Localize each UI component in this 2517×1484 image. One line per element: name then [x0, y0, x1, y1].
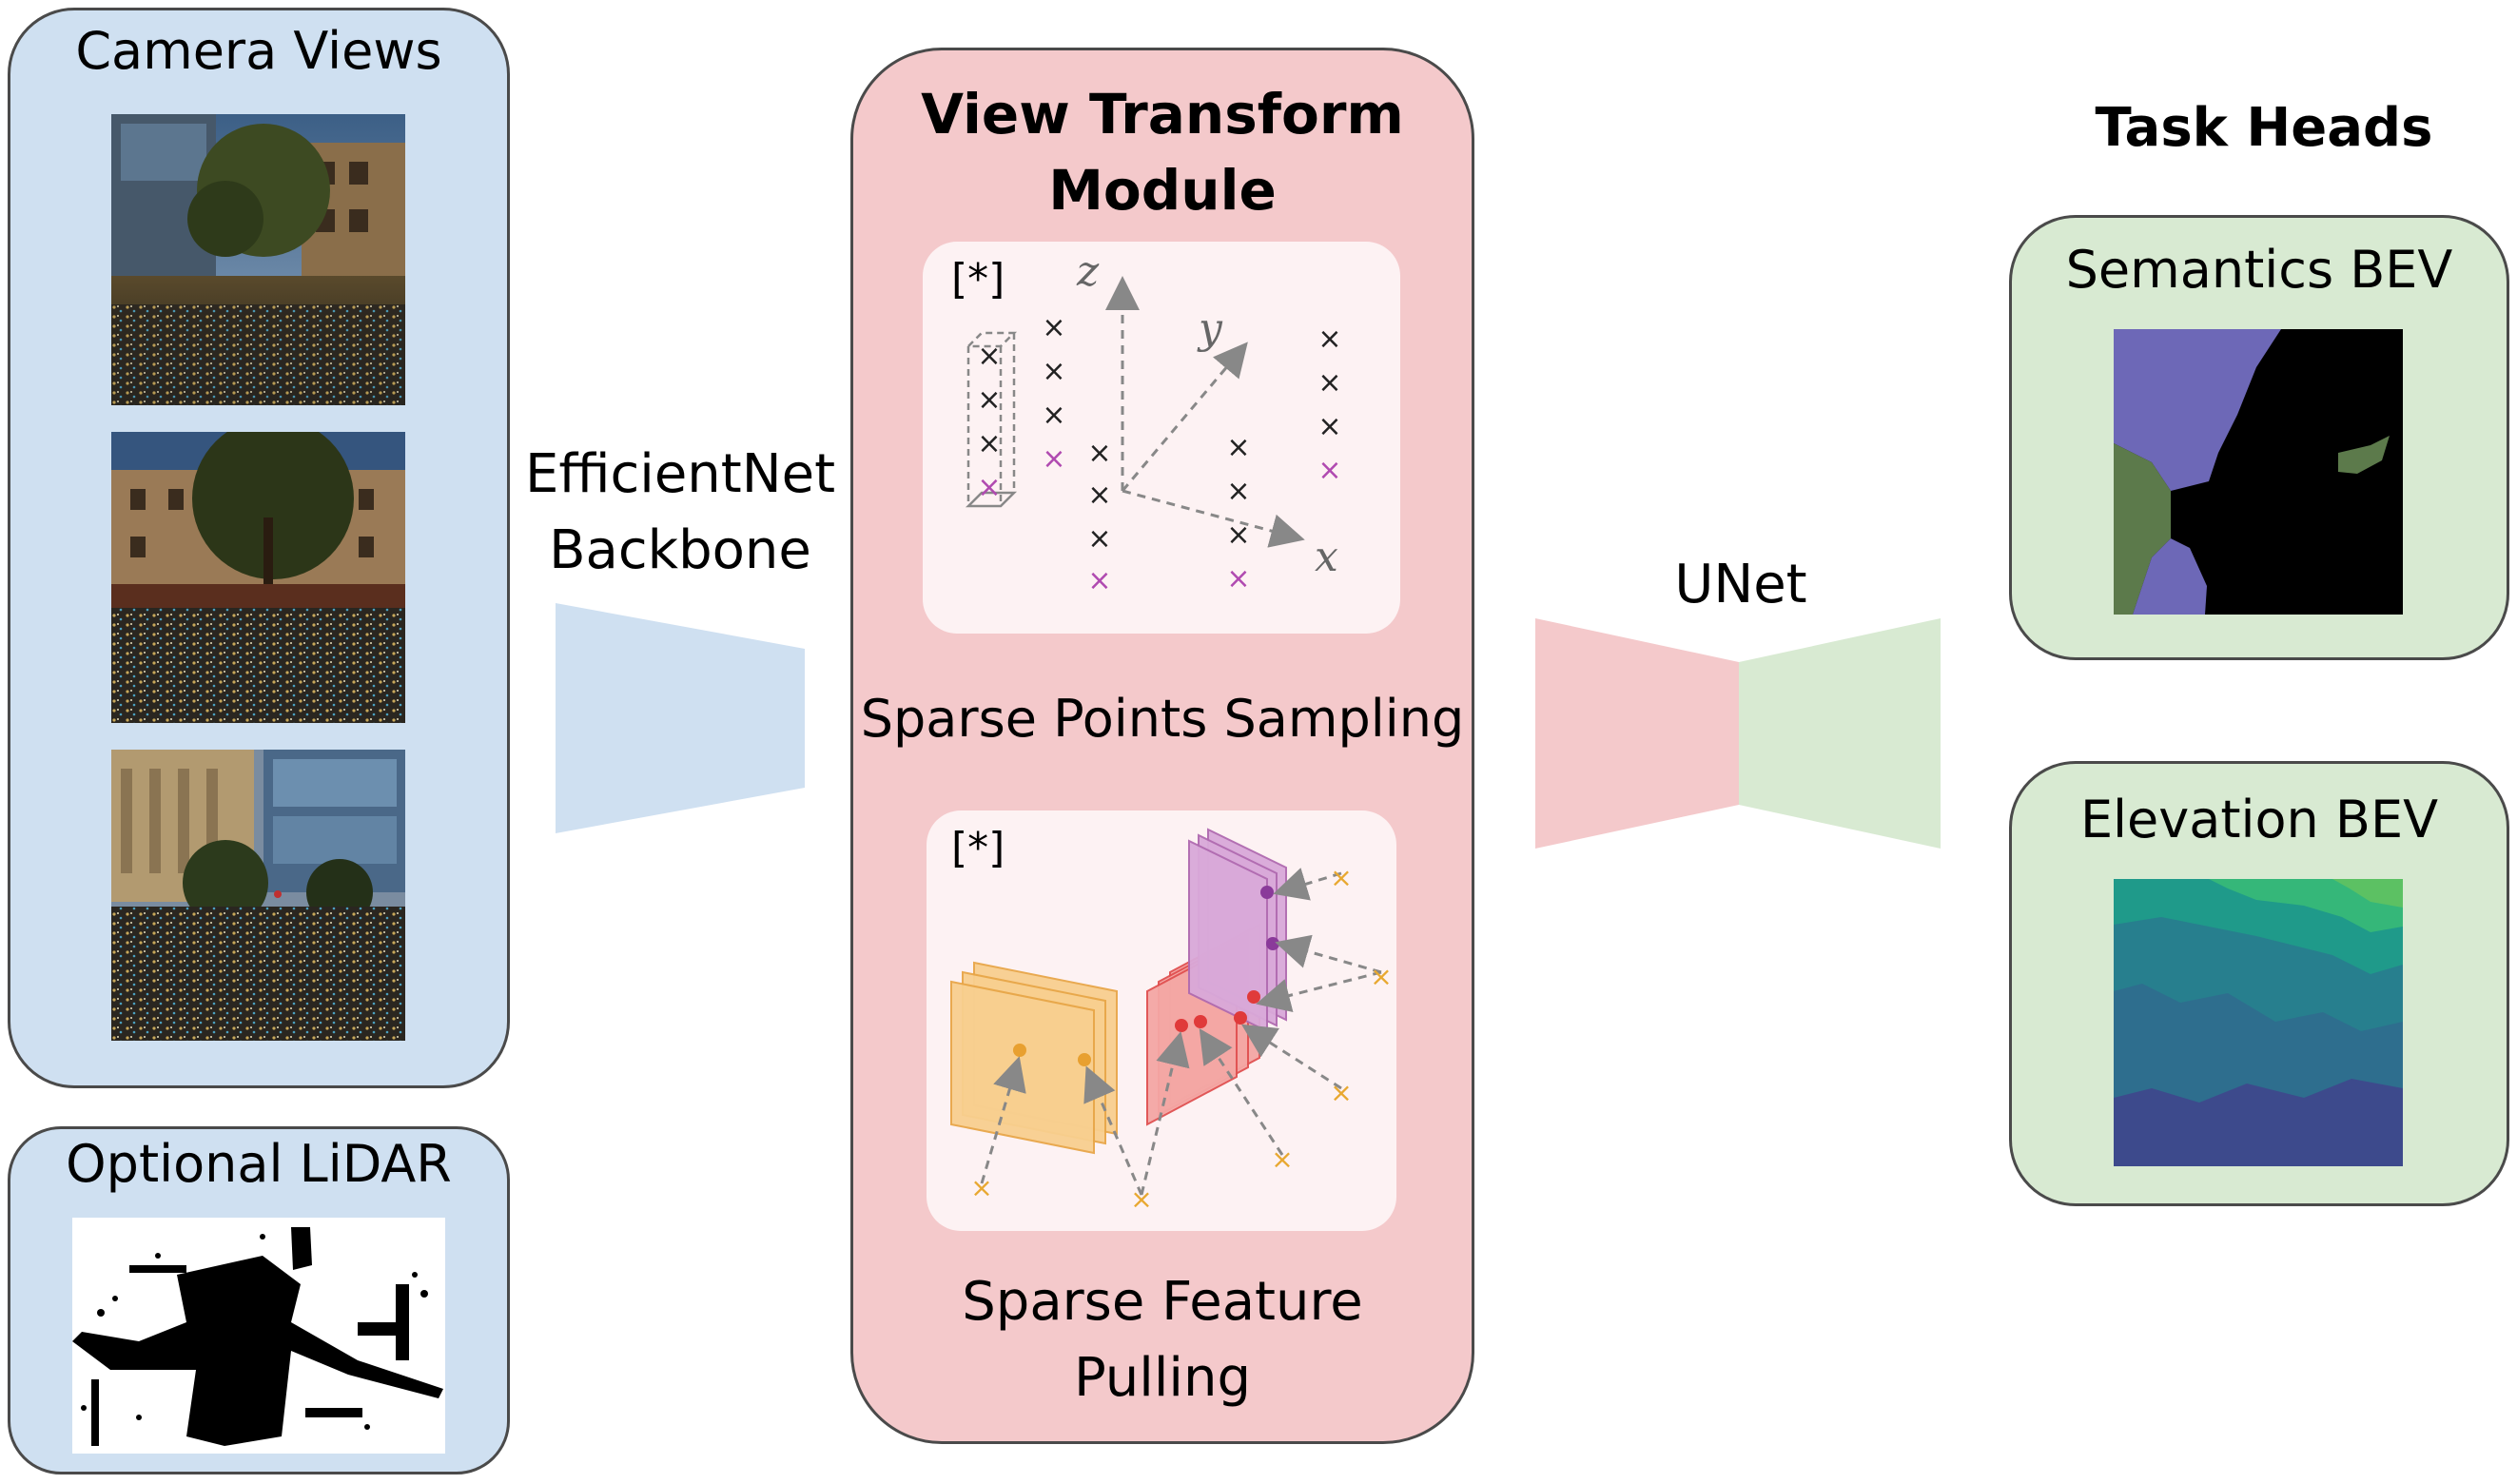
pulling-figure: [*] — [927, 810, 1396, 1231]
sampling-figure: [*] × × × × × × × × × × × × × × × — [923, 242, 1400, 634]
side-camera-view — [111, 432, 405, 723]
violet-feature-maps — [1188, 828, 1287, 1033]
axis-z-label: z — [1077, 247, 1100, 296]
elevation-bev-map — [2114, 879, 2403, 1166]
pulling-caption-line2: Pulling — [1074, 1347, 1251, 1409]
lidar-title: Optional LiDAR — [66, 1134, 452, 1194]
pulling-caption-line1: Sparse Feature — [962, 1271, 1363, 1333]
pillar-box — [965, 331, 1018, 508]
svg-text:×: × — [977, 427, 1001, 460]
svg-text:×: × — [1317, 410, 1341, 443]
y-axis-arrow — [1121, 342, 1248, 492]
pulled-feature-dots — [1013, 886, 1279, 1066]
svg-text:×: × — [1087, 522, 1111, 556]
svg-text:×: × — [1370, 961, 1392, 992]
rear-camera-view — [111, 750, 405, 1041]
svg-text:×: × — [1042, 355, 1065, 388]
axis-y-label: y — [1199, 304, 1222, 353]
axis-x-label: x — [1315, 533, 1338, 581]
sampling-caption: Sparse Points Sampling — [860, 689, 1465, 749]
semantics-bev-map — [2114, 329, 2403, 615]
svg-text:×: × — [1226, 475, 1250, 508]
orange-feature-maps — [950, 961, 1118, 1155]
camera-views-title: Camera Views — [75, 21, 442, 81]
unet-label: UNet — [1674, 554, 1807, 615]
unet-decoder — [1739, 618, 1941, 849]
svg-text:×: × — [1130, 1183, 1152, 1215]
elevation-bev-title: Elevation BEV — [2079, 790, 2439, 849]
pulling-marker: [*] — [951, 824, 1005, 872]
sample-points: × × × × × × × × × × × × × × × × × × × × — [977, 311, 1341, 597]
backbone-label-line2: Backbone — [549, 519, 811, 581]
lidar-point-cloud — [72, 1218, 445, 1454]
svg-text:×: × — [1330, 862, 1352, 893]
svg-text:×: × — [977, 340, 1001, 373]
svg-text:×: × — [970, 1172, 992, 1203]
svg-text:×: × — [1317, 322, 1341, 356]
svg-text:×: × — [1087, 564, 1111, 597]
unet-encoder — [1535, 618, 1739, 849]
svg-text:×: × — [1042, 311, 1065, 344]
sampling-marker: [*] — [951, 255, 1005, 303]
unet-hourglass — [1535, 618, 1941, 849]
vtm-title-line1: View Transform — [921, 82, 1404, 146]
svg-text:×: × — [1226, 518, 1250, 552]
svg-text:×: × — [1087, 478, 1111, 512]
svg-text:×: × — [1042, 442, 1065, 476]
backbone-trapezoid — [556, 603, 805, 833]
backbone-label-line1: EfficientNet — [524, 443, 836, 505]
svg-text:×: × — [977, 471, 1001, 504]
svg-text:×: × — [977, 383, 1001, 417]
svg-text:×: × — [1042, 399, 1065, 432]
svg-text:×: × — [1317, 454, 1341, 487]
svg-text:×: × — [1226, 562, 1250, 596]
svg-text:×: × — [1087, 437, 1111, 470]
svg-text:×: × — [1330, 1077, 1352, 1108]
task-heads-title: Task Heads — [2095, 97, 2433, 159]
svg-text:×: × — [1226, 431, 1250, 464]
svg-text:×: × — [1317, 366, 1341, 400]
semantics-bev-title: Semantics BEV — [2065, 240, 2453, 300]
svg-text:×: × — [1271, 1143, 1293, 1175]
x-axis-arrow — [1122, 489, 1305, 548]
front-camera-view — [111, 114, 405, 405]
vtm-title-line2: Module — [1048, 158, 1277, 223]
sample-crosses: × × × × × × — [970, 862, 1392, 1215]
